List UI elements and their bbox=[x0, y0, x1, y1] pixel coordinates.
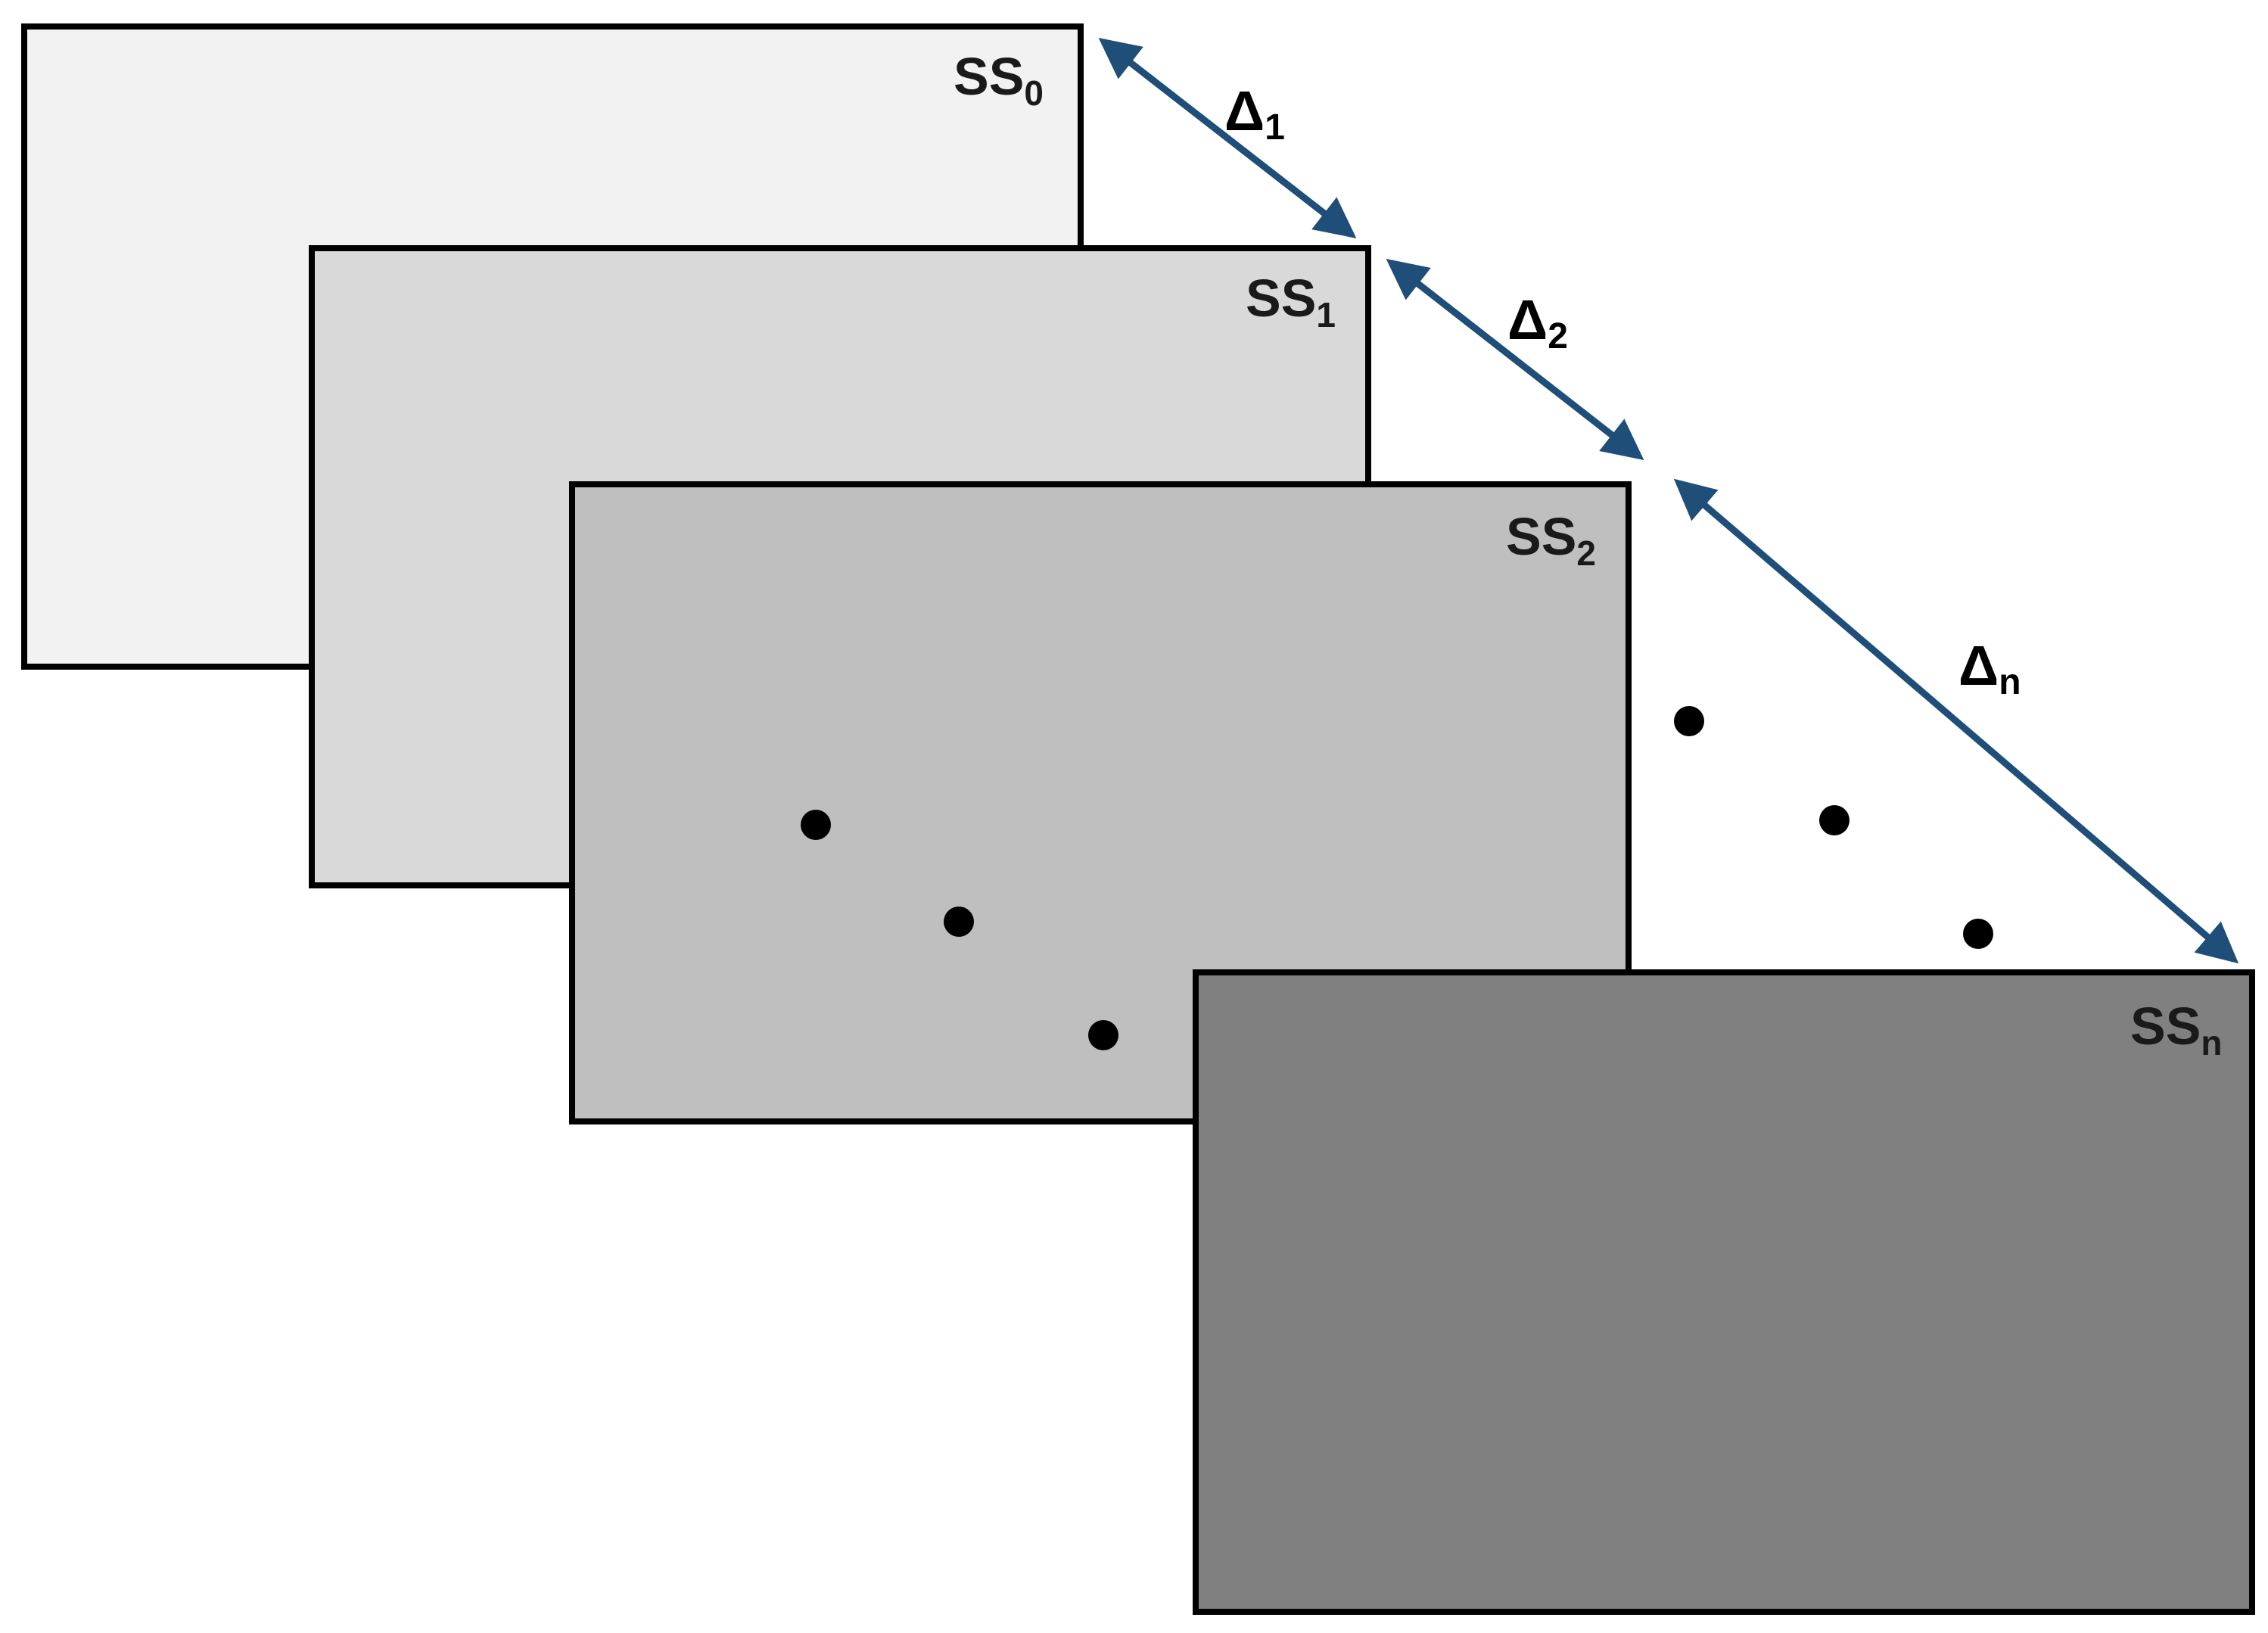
ellipsis-dot-frame-2 bbox=[944, 907, 974, 937]
ellipsis-dot-gap-2 bbox=[1819, 805, 1850, 835]
delta2-symbol: Δ bbox=[1507, 288, 1548, 351]
frame-ss1-label: SS1 bbox=[1246, 269, 1336, 334]
frame-ss2-label-main: SS bbox=[1506, 507, 1576, 566]
delta1-arrow bbox=[1098, 38, 1357, 238]
frame-ss2-label: SS2 bbox=[1506, 507, 1596, 573]
frame-ss2-label-subscript: 2 bbox=[1576, 533, 1596, 573]
delta2-subscript: 2 bbox=[1548, 316, 1568, 356]
ellipsis-dot-frame-1 bbox=[801, 810, 831, 840]
frame-ss0-label: SS0 bbox=[954, 47, 1044, 113]
ellipsis-dot-gap-1 bbox=[1674, 706, 1704, 736]
delta1-label: Δ1 bbox=[1224, 79, 1285, 148]
frame-ssn-label-subscript: n bbox=[2201, 1023, 2222, 1062]
deltan-label: Δn bbox=[1958, 634, 2021, 702]
deltan-arrow bbox=[1673, 478, 2239, 964]
deltan-symbol: Δ bbox=[1958, 634, 1999, 697]
frame-ssn-label-main: SS bbox=[2130, 997, 2201, 1056]
frame-ssn-box bbox=[1193, 969, 2255, 1615]
delta2-arrow bbox=[1386, 259, 1644, 460]
delta1-subscript: 1 bbox=[1265, 107, 1285, 148]
frame-ss0-label-main: SS bbox=[954, 47, 1024, 106]
frame-ss1-label-subscript: 1 bbox=[1316, 295, 1336, 334]
deltan-subscript: n bbox=[1999, 662, 2021, 702]
frame-ssn-label: SSn bbox=[2130, 997, 2223, 1062]
ellipsis-dot-frame-3 bbox=[1088, 1020, 1118, 1050]
delta2-label: Δ2 bbox=[1507, 288, 1568, 356]
ellipsis-dot-gap-3 bbox=[1963, 919, 1993, 949]
frame-ssn: SSn bbox=[1193, 969, 2255, 1615]
frame-ss0-label-subscript: 0 bbox=[1024, 73, 1044, 113]
frame-ss1-label-main: SS bbox=[1246, 269, 1316, 328]
delta1-symbol: Δ bbox=[1224, 79, 1265, 142]
